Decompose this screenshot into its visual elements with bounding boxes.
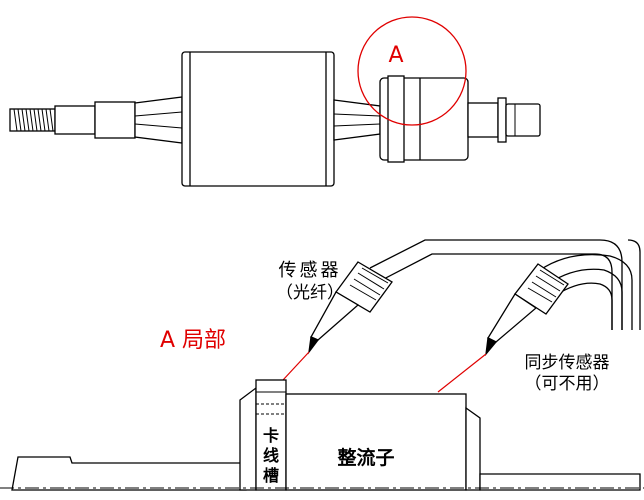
wire-slot-label-2: 线 [263, 446, 279, 465]
armature-core [181, 51, 335, 187]
sync-sensor-probe [485, 263, 569, 357]
shaft-segment-left [54, 105, 96, 135]
sync-sensor-note: （可不用） [525, 374, 610, 394]
sensor-label: 传感器 [279, 260, 342, 281]
wire-slot-label-1: 卡 [263, 426, 279, 445]
rotor-view [9, 51, 541, 187]
commutator-block [285, 393, 467, 491]
fiber-sensor-probe [308, 261, 393, 355]
sensor-note: （光纤） [276, 283, 344, 303]
shaft-segment-right [467, 102, 499, 138]
shaft-end-right [505, 103, 541, 137]
callout-a-label: A [388, 43, 403, 68]
shaft-segment-right-2 [497, 97, 507, 143]
tapered-shaft-right [333, 99, 381, 141]
sync-sensor-label: 同步传感器 [525, 353, 610, 373]
commutator-label: 整流子 [337, 446, 394, 469]
threaded-shaft-end [9, 108, 56, 132]
commutator-section [11, 379, 641, 491]
tapered-shaft-left [134, 96, 183, 144]
wire-slot-label-3: 槽 [263, 466, 279, 485]
commutator-collar [387, 75, 405, 163]
sensor-beam [282, 351, 310, 381]
detail-title: A 局部 [160, 328, 226, 353]
shaft-segment-left-2 [94, 101, 136, 139]
sync-sensor-beam [437, 353, 487, 393]
detail-callout-circle [357, 16, 467, 126]
fiber-cables [369, 239, 641, 330]
